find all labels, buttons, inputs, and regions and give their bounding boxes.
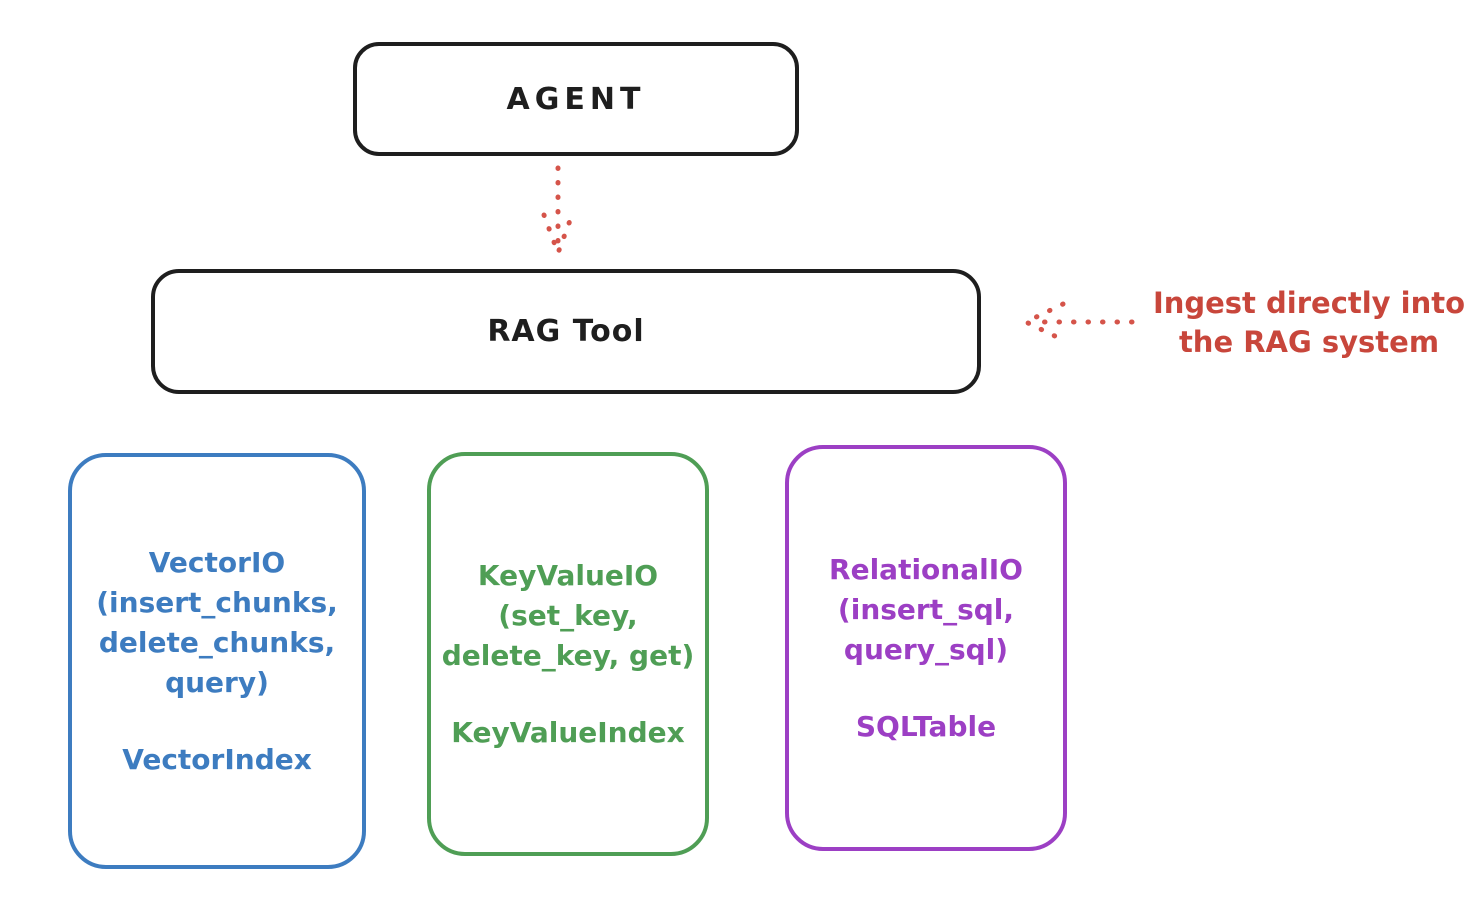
vector-index-label: VectorIndex xyxy=(122,742,312,776)
relational-io-node: RelationalIO (insert_sql, query_sql) SQL… xyxy=(785,445,1067,851)
key-value-io-title: KeyValueIO (set_key, delete_key, get) xyxy=(442,556,695,676)
key-value-io-line: delete_key, get) xyxy=(441,638,695,672)
relational-io-line: query_sql) xyxy=(843,632,1009,666)
vector-io-line: delete_chunks, xyxy=(98,625,336,659)
arrow-annotation-to-rag-tool-icon xyxy=(1020,301,1135,343)
relational-io-line: RelationalIO xyxy=(829,552,1023,586)
ingest-annotation-line2: the RAG system xyxy=(1178,325,1440,359)
agent-node: AGENT xyxy=(353,42,799,156)
rag-tool-label: RAG Tool xyxy=(487,314,645,349)
vector-io-node: VectorIO (insert_chunks, delete_chunks, … xyxy=(68,453,366,869)
key-value-index-label: KeyValueIndex xyxy=(451,715,685,749)
rag-tool-node: RAG Tool xyxy=(151,269,981,394)
agent-label: AGENT xyxy=(506,81,646,117)
vector-io-line: (insert_chunks, xyxy=(96,585,338,619)
vector-io-line: VectorIO xyxy=(148,545,286,579)
vector-io-title: VectorIO (insert_chunks, delete_chunks, … xyxy=(96,543,338,703)
ingest-annotation-line1: Ingest directly into xyxy=(1152,286,1466,320)
ingest-annotation: Ingest directly into the RAG system xyxy=(1134,284,1484,362)
sql-table-label: SQLTable xyxy=(855,709,997,743)
key-value-io-line: (set_key, xyxy=(498,598,638,632)
vector-io-line: query) xyxy=(165,665,269,699)
relational-io-title: RelationalIO (insert_sql, query_sql) xyxy=(829,550,1023,670)
key-value-io-node: KeyValueIO (set_key, delete_key, get) Ke… xyxy=(427,452,709,856)
relational-io-line: (insert_sql, xyxy=(837,592,1015,626)
arrow-agent-to-rag-tool-icon xyxy=(541,165,575,261)
key-value-io-line: KeyValueIO xyxy=(477,558,659,592)
